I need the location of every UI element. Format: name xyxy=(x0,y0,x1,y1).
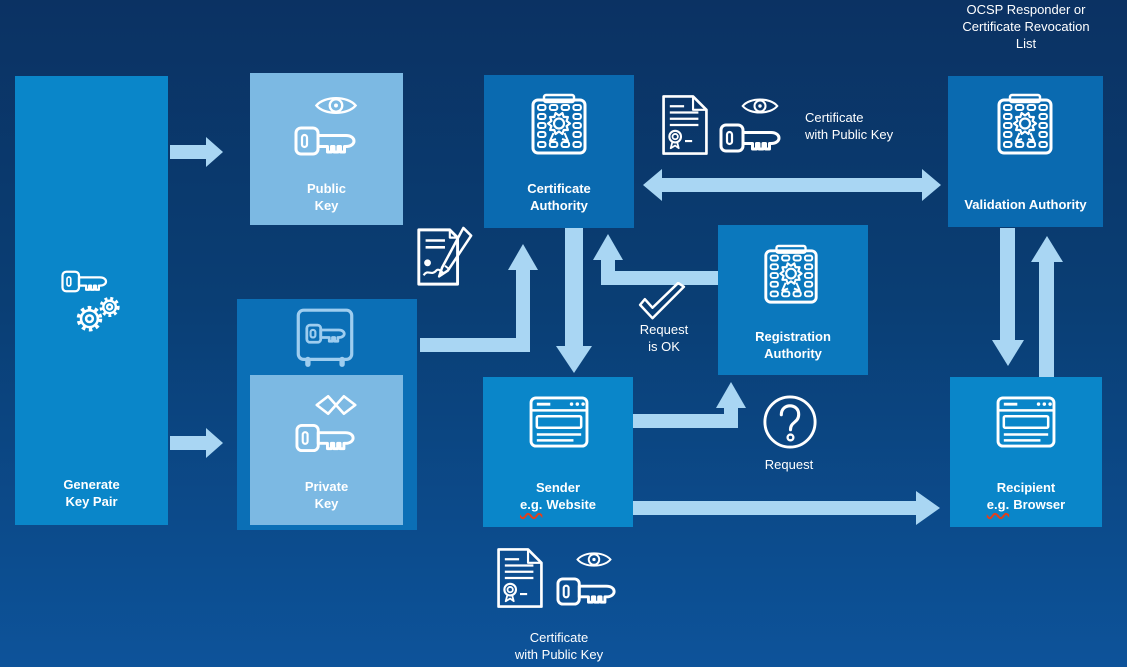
arrow-ra-to-ca-horizontal xyxy=(601,271,718,285)
label-line-1: Sender xyxy=(535,479,581,495)
sender-label: Sender e.g.Website xyxy=(483,479,633,514)
arrow-sender-to-ra-horizontal xyxy=(633,414,738,428)
ocsp-label: OCSP Responder or Certificate Revocation… xyxy=(938,2,1114,53)
request-label: Request xyxy=(750,457,828,474)
label-line-2: with Public Key xyxy=(514,646,604,662)
request-is-ok-label: Request is OK xyxy=(622,322,706,356)
validation-authority-box: Validation Authority xyxy=(948,76,1103,227)
label-line-2: Authority xyxy=(530,198,588,214)
label-line-2: Key xyxy=(314,496,339,512)
label-line-1: Validation Authority xyxy=(964,197,1087,213)
eg-abbrev: e.g. xyxy=(986,497,1010,513)
arrow-recipient-to-va-head xyxy=(1031,236,1063,262)
checkmark-icon xyxy=(636,282,688,322)
label-line-1: Request xyxy=(764,457,814,472)
arrow-va-to-recipient-shaft xyxy=(1000,228,1015,342)
private-key-box: Private Key xyxy=(250,375,403,525)
label-line-2: Key xyxy=(314,198,339,214)
label-line-1: Private xyxy=(304,478,349,494)
authority-seal-icon xyxy=(993,93,1057,157)
label-line-1: Certificate xyxy=(529,630,589,645)
label-line-2: with Public Key xyxy=(805,126,894,142)
label-line-2: Key Pair xyxy=(65,494,118,510)
eye-icon xyxy=(739,95,781,117)
generate-key-pair-box: Generate Key Pair xyxy=(15,76,168,525)
arrow-generate-to-private-head xyxy=(206,428,223,458)
sender-box: Sender e.g.Website xyxy=(483,377,633,527)
arrow-sender-to-recipient-shaft xyxy=(633,501,916,515)
key-icon xyxy=(294,121,358,161)
recipient-label: Recipient e.g.Browser xyxy=(950,479,1102,514)
arrow-ca-va-head-left xyxy=(643,169,662,201)
registration-authority-label: Registration Authority xyxy=(718,328,868,363)
browser-window-icon xyxy=(528,395,590,449)
label-line-2: is OK xyxy=(648,338,680,354)
browser-window-icon xyxy=(995,395,1057,449)
label-line-1: Certificate xyxy=(527,180,591,196)
eye-icon xyxy=(313,93,359,118)
key-icon xyxy=(556,571,618,612)
safe-icon xyxy=(295,307,355,369)
authority-seal-icon xyxy=(527,93,591,157)
arrow-ca-va-shaft xyxy=(662,178,922,192)
key-icon xyxy=(719,117,783,159)
label-line-1: Certificate xyxy=(805,110,864,125)
arrow-private-to-ca-vertical xyxy=(516,268,530,352)
eg-abbrev: e.g. xyxy=(519,497,543,513)
certificate-authority-label: Certificate Authority xyxy=(484,180,634,215)
label-line-2: Browser xyxy=(1013,497,1066,513)
validation-authority-label: Validation Authority xyxy=(948,196,1103,214)
hidden-eye-icon xyxy=(315,392,357,418)
public-key-label: Public Key xyxy=(250,180,403,215)
label-line-1: OCSP Responder or xyxy=(966,2,1086,17)
arrow-generate-to-public-head xyxy=(206,137,223,167)
arrow-ra-to-ca-vertical xyxy=(601,260,615,273)
public-key-box: Public Key xyxy=(250,73,403,225)
label-line-2: Authority xyxy=(764,346,822,362)
arrow-ca-to-sender-shaft xyxy=(565,228,583,348)
label-line-2: Website xyxy=(546,497,596,513)
certificate-with-public-key-bottom-label: Certificate with Public Key xyxy=(474,630,644,664)
recipient-box: Recipient e.g.Browser xyxy=(950,377,1102,527)
arrow-ca-va-head-right xyxy=(922,169,941,201)
gears-icon xyxy=(71,295,123,334)
private-key-label: Private Key xyxy=(250,478,403,513)
label-line-1: Public xyxy=(306,180,346,196)
eye-icon xyxy=(574,549,614,570)
arrow-va-to-recipient-head xyxy=(992,340,1024,366)
certificate-document-icon xyxy=(495,546,545,610)
arrow-generate-to-private-shaft xyxy=(170,436,208,450)
arrow-sender-to-ra-head xyxy=(716,382,746,408)
label-line-3: List xyxy=(1015,35,1037,51)
arrow-ra-to-ca-head xyxy=(593,234,623,260)
certificate-document-icon xyxy=(660,94,710,156)
key-icon xyxy=(295,419,357,457)
arrow-private-to-ca-horizontal xyxy=(420,338,530,352)
certificate-with-public-key-top-label: Certificate with Public Key xyxy=(805,110,925,144)
label-line-1: Generate xyxy=(63,476,120,492)
signing-document-icon xyxy=(413,226,475,288)
label-line-2: Certificate Revocation xyxy=(962,18,1090,34)
label-line-1: Registration xyxy=(755,328,831,344)
key-icon xyxy=(61,268,109,295)
authority-seal-icon xyxy=(760,244,822,306)
arrow-recipient-to-va-shaft xyxy=(1039,262,1054,377)
arrow-ca-to-sender-head xyxy=(556,346,592,373)
generate-key-pair-label: Generate Key Pair xyxy=(15,476,168,511)
arrow-sender-to-ra-vertical xyxy=(724,408,738,428)
label-line-1: Recipient xyxy=(996,479,1056,495)
question-mark-icon xyxy=(762,394,818,450)
label-line-1: Request xyxy=(639,322,689,337)
arrow-sender-to-recipient-head xyxy=(916,491,940,525)
arrow-private-to-ca-head xyxy=(508,244,538,270)
arrow-generate-to-public-shaft xyxy=(170,145,208,159)
registration-authority-box: Registration Authority xyxy=(718,225,868,375)
certificate-authority-box: Certificate Authority xyxy=(484,75,634,228)
